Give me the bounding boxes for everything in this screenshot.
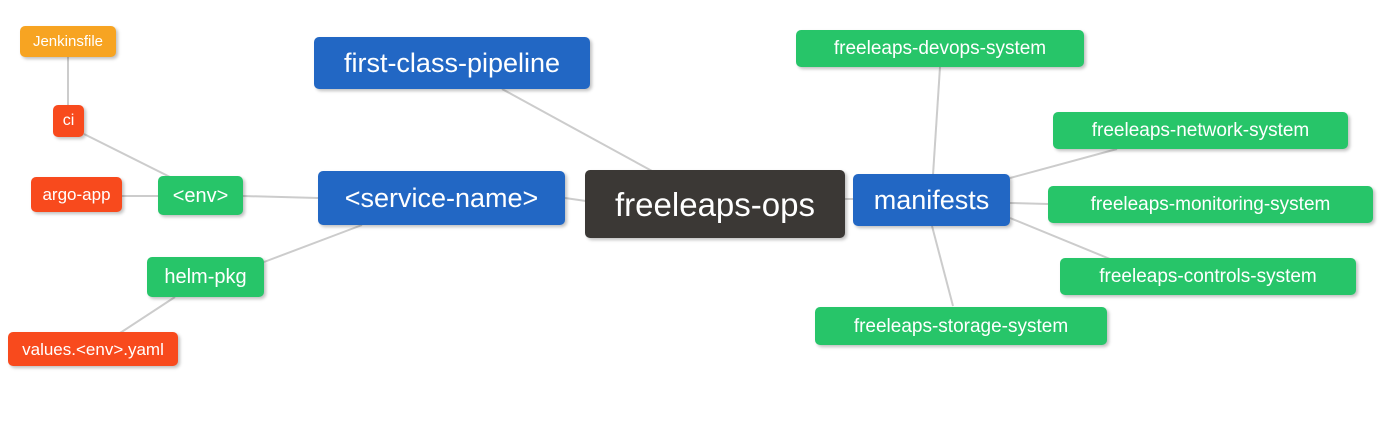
- edge-first-class-pipeline-freeleaps-ops: [501, 88, 653, 172]
- node-ci[interactable]: ci: [53, 105, 84, 137]
- node-service-name[interactable]: <service-name>: [318, 171, 565, 225]
- node-jenkinsfile[interactable]: Jenkinsfile: [20, 26, 116, 57]
- node-freeleaps-ops[interactable]: freeleaps-ops: [585, 170, 845, 238]
- node-manifests[interactable]: manifests: [853, 174, 1010, 226]
- edge-manifests-controls-system: [1009, 217, 1111, 260]
- edge-manifests-network-system: [1009, 148, 1118, 179]
- edge-service-name-freeleaps-ops: [564, 197, 587, 202]
- edge-env-service-name: [242, 195, 319, 199]
- edge-manifests-storage-system: [931, 225, 954, 307]
- node-argo-app[interactable]: argo-app: [31, 177, 122, 212]
- node-first-class-pipeline[interactable]: first-class-pipeline: [314, 37, 590, 89]
- edge-ci-env: [83, 133, 173, 179]
- node-storage-system[interactable]: freeleaps-storage-system: [815, 307, 1107, 345]
- node-devops-system[interactable]: freeleaps-devops-system: [796, 30, 1084, 67]
- node-monitoring-system[interactable]: freeleaps-monitoring-system: [1048, 186, 1373, 223]
- node-helm-pkg[interactable]: helm-pkg: [147, 257, 264, 297]
- node-controls-system[interactable]: freeleaps-controls-system: [1060, 258, 1356, 295]
- node-env[interactable]: <env>: [158, 176, 243, 215]
- edge-helm-pkg-values-env-yaml: [119, 296, 176, 334]
- node-values-env-yaml[interactable]: values.<env>.yaml: [8, 332, 178, 366]
- edge-manifests-devops-system: [932, 66, 941, 176]
- node-network-system[interactable]: freeleaps-network-system: [1053, 112, 1348, 149]
- edge-service-name-helm-pkg: [263, 224, 363, 263]
- edge-manifests-monitoring-system: [1009, 202, 1049, 205]
